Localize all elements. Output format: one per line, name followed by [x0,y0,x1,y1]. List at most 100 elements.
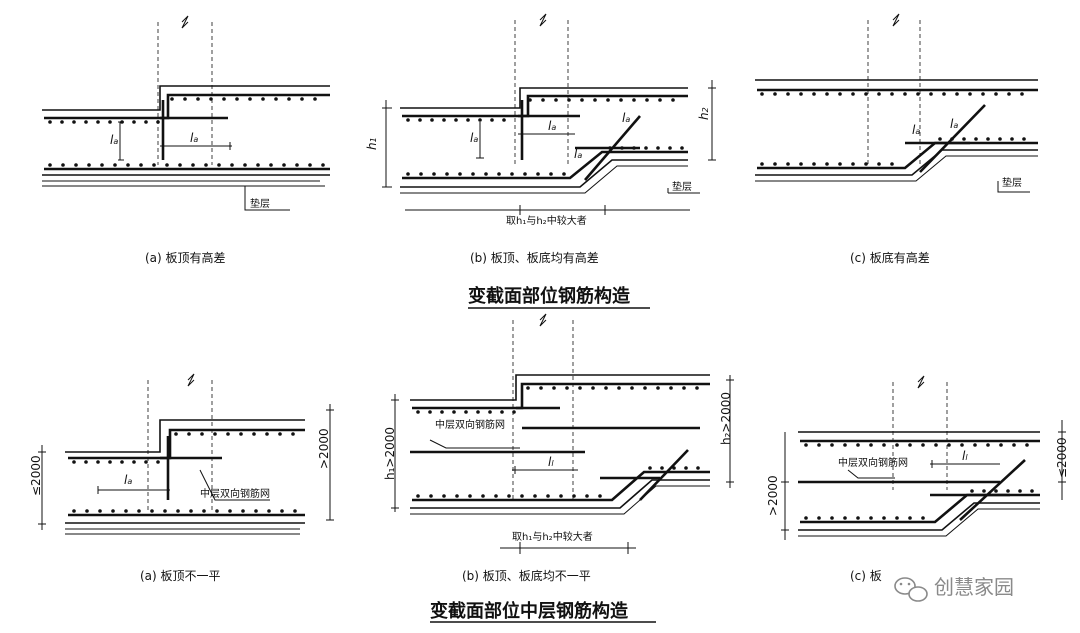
caption-bottom-b: (b) 板顶、板底均不一平 [462,568,591,583]
rebar-dot [799,92,803,96]
rebar-dot [442,494,446,498]
rebar-dot [533,494,537,498]
rebar-dot [554,98,558,102]
label-l1-c: ll [962,449,968,463]
rebar-dot [843,443,847,447]
label-lt2000-c: ≤2000 [1055,437,1069,478]
rebar-dot [108,120,112,124]
label-mid-mesh-a: 中层双向钢筋网 [200,487,270,500]
label-la-b4: la [622,111,630,125]
rebar-dot [61,163,65,167]
rebar-dot [300,97,304,101]
label-la-c2: la [950,117,958,131]
rebar-dot [484,172,488,176]
wechat-icon [894,577,928,602]
rebar-dot [174,432,178,436]
rebar-dot [139,163,143,167]
caption-bottom-a: (a) 板顶不一平 [140,569,221,583]
rebar-dot [921,516,925,520]
rebar-dots-c [760,92,1026,166]
rebar-dot [903,92,907,96]
rebar-dot [786,162,790,166]
rebar-dot [578,386,582,390]
rebar-dot [942,92,946,96]
label-la-b3: la [574,147,582,161]
rebar-dot [986,137,990,141]
rebar-dot [864,162,868,166]
rebar-dot [869,516,873,520]
rebar-dot [1018,489,1022,493]
rebar-dot [938,137,942,141]
rebar-dot [144,120,148,124]
rebar-dot [591,386,595,390]
rebar-dot [494,494,498,498]
rebar-dot [72,460,76,464]
label-h1-top: h1 [365,137,379,150]
rebar-dot [60,120,64,124]
rebar-dot [1010,137,1014,141]
rebar-dot [510,172,514,176]
rebar-dot [170,97,174,101]
rebar-dot [668,146,672,150]
label-h2gt-b: h₂>2000 [719,392,733,445]
title-bottom: 变截面部位中层钢筋构造 [430,600,628,622]
rebar-dot [890,92,894,96]
label-la-horizontal: la [190,131,198,145]
rebar-dot [549,172,553,176]
rebar-dot [812,162,816,166]
rebar-dot [280,509,284,513]
rebar-dot [468,494,472,498]
rebar-dot [908,443,912,447]
rebar-dot [126,163,130,167]
caption-bottom-c: (c) 板 [850,569,882,583]
rebar-dot [877,92,881,96]
rebar-dot [830,516,834,520]
rebar-dot [178,163,182,167]
rebar-dot [313,97,317,101]
rebar-dot [546,494,550,498]
label-la-bottom-a: la [124,473,132,487]
rebar-dot [215,509,219,513]
rebar-dot [773,92,777,96]
rebar-dot [643,386,647,390]
label-h1gt-b: h₁>2000 [383,427,397,480]
rebar-dot [604,386,608,390]
rebar-dot [632,98,636,102]
rebar-dot [804,443,808,447]
rebar-dot [580,98,584,102]
label-gt2000-c: >2000 [766,475,780,516]
rebar-dot [502,118,506,122]
rebar-dot [406,118,410,122]
rebar-dot [968,92,972,96]
rebar-dot [645,98,649,102]
rebar-dot [478,118,482,122]
rebar-dot [760,162,764,166]
rebar-dot [565,386,569,390]
rebar-dot [248,97,252,101]
rebar-dot [970,489,974,493]
rebar-dot [295,163,299,167]
rebar-dot [254,509,258,513]
label-l1-b: ll [548,455,554,469]
rebar-dot [825,162,829,166]
rebar-dot [851,162,855,166]
rebar-dot [416,494,420,498]
rebar-dot [96,460,100,464]
rebar-dot [152,163,156,167]
rebar-dot [656,386,660,390]
rebar-dot [308,163,312,167]
top-diagram-c: la la 垫层 (c) 板底有高差 [755,13,1038,265]
rebar-dot [287,97,291,101]
rebar-dot [669,386,673,390]
rebar-dot [481,494,485,498]
rebar-dot [108,460,112,464]
rebar-dot [672,466,676,470]
rebar-dot [416,410,420,414]
top-diagram-b: h1 h2 la la la la 垫层 取h₁与h₂中较大者 (b) 板顶、板… [365,13,716,265]
rebar-dot [1030,489,1034,493]
rebar-dot [567,98,571,102]
rebar-dot [830,443,834,447]
rebar-dot [196,97,200,101]
rebar-dot [497,172,501,176]
rebar-dot [200,432,204,436]
